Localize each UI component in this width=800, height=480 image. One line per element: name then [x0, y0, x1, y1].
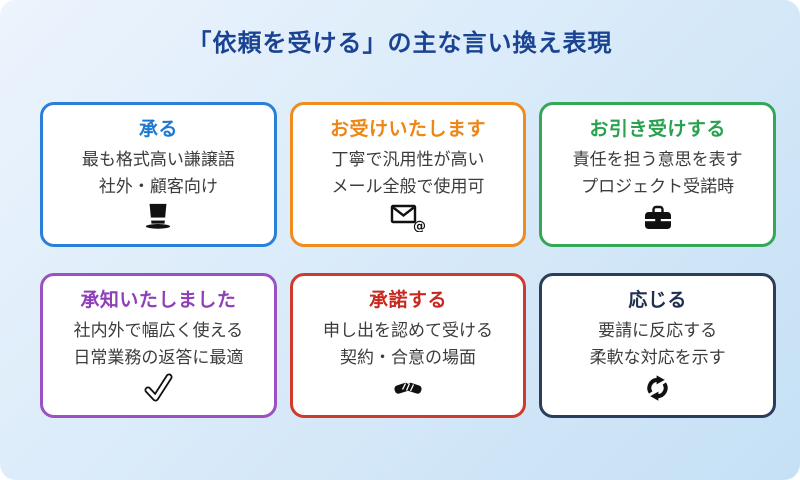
card-description-line: 要請に反応する	[598, 321, 718, 340]
card-title: お引き受けする	[589, 119, 726, 140]
card-title: 承知いたしました	[80, 290, 237, 311]
card-description-line: 社内外で幅広く使える	[73, 321, 244, 340]
card-title: お受けいたします	[329, 119, 486, 140]
card-description-line: 社外・顧客向け	[98, 177, 218, 196]
card-description: 最も格式高い謙譲語 社外・顧客向け	[82, 146, 235, 200]
card-description: 要請に反応する 柔軟な対応を示す	[590, 317, 726, 371]
card-ohikiukesuru: お引き受けする 責任を担う意思を表す プロジェクト受諾時	[539, 102, 776, 247]
card-oujiru: 応じる 要請に反応する 柔軟な対応を示す	[539, 273, 776, 418]
card-description-line: 日常業務の返答に最適	[73, 348, 244, 367]
card-description-line: メール全般で使用可	[331, 177, 485, 196]
card-shoudakusuru: 承諾する 申し出を認めて受ける 契約・合意の場面	[289, 273, 527, 418]
card-description-line: 申し出を認めて受ける	[322, 321, 493, 340]
card-description-line: プロジェクト受諾時	[581, 177, 735, 196]
svg-text:@: @	[413, 219, 426, 232]
card-shouchiitashimashita: 承知いたしました 社内外で幅広く使える 日常業務の返答に最適	[40, 273, 277, 418]
envelope-at-icon: @	[390, 201, 426, 233]
card-title: 承る	[138, 119, 178, 140]
card-uketamawaru: 承る 最も格式高い謙譲語 社外・顧客向け	[40, 102, 277, 247]
card-description: 申し出を認めて受ける 契約・合意の場面	[323, 317, 493, 371]
card-description: 責任を担う意思を表す プロジェクト受諾時	[573, 146, 743, 200]
check-icon	[141, 372, 175, 404]
page-title: 「依頼を受ける」の主な言い換え表現	[187, 30, 613, 57]
top-hat-icon	[143, 201, 173, 233]
card-title: 応じる	[628, 290, 687, 311]
card-description: 丁寧で汎用性が高い メール全般で使用可	[331, 146, 484, 200]
card-description: 社内外で幅広く使える 日常業務の返答に最適	[73, 317, 243, 371]
card-oukeitashimasu: お受けいたします 丁寧で汎用性が高い メール全般で使用可 @	[289, 102, 527, 247]
card-description-line: 柔軟な対応を示す	[589, 348, 726, 367]
card-grid: 承る 最も格式高い謙譲語 社外・顧客向け お受けいたします 丁寧で汎用性が高い …	[40, 102, 776, 418]
cycle-arrows-icon	[643, 372, 672, 404]
card-description-line: 丁寧で汎用性が高い	[331, 150, 485, 169]
card-description-line: 契約・合意の場面	[339, 348, 476, 367]
card-title: 承諾する	[368, 290, 447, 311]
handshake-icon	[392, 372, 424, 404]
card-description-line: 責任を担う意思を表す	[572, 150, 743, 169]
card-description-line: 最も格式高い謙譲語	[81, 150, 235, 169]
briefcase-icon	[642, 201, 674, 233]
